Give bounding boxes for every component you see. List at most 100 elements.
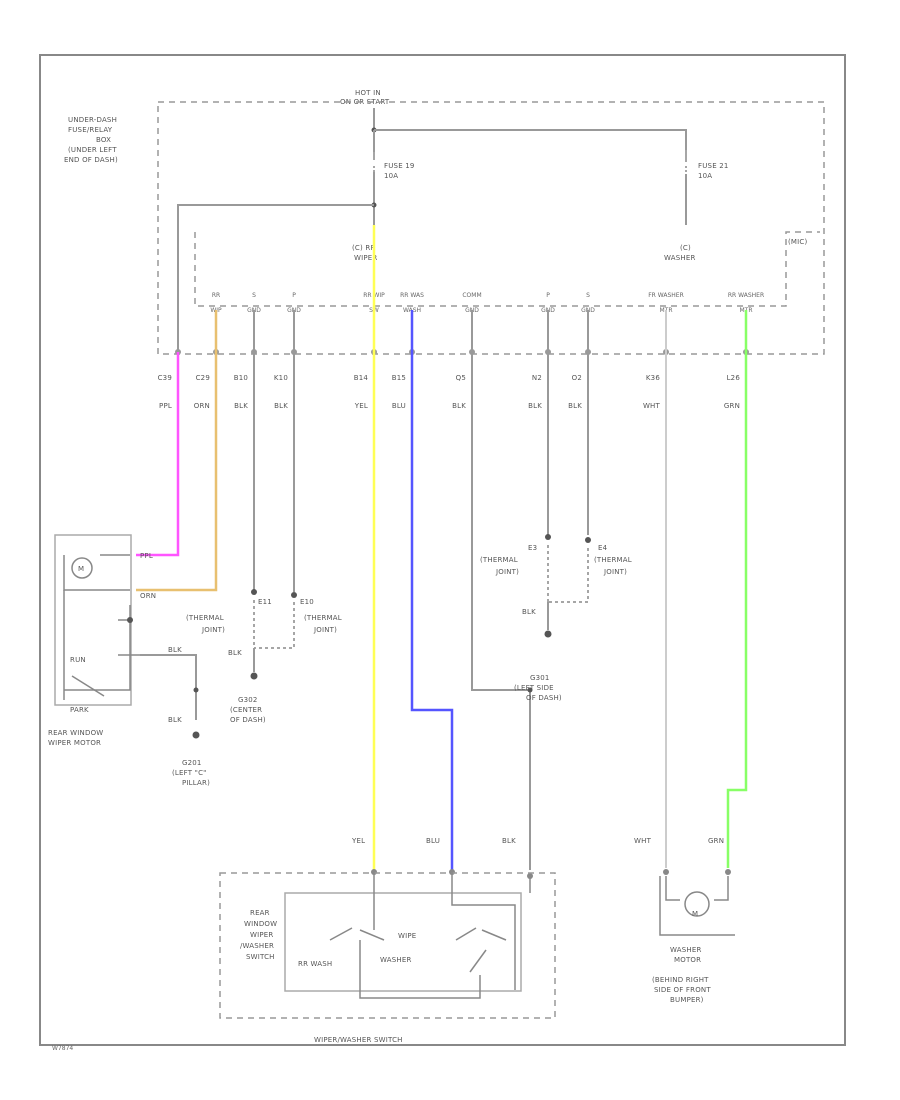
rear-motor-run-line [118, 619, 140, 656]
e3-l1: (THERMAL [480, 556, 518, 564]
fuse-box-label-4: (UNDER LEFT [68, 146, 117, 154]
e-blk: BLK [522, 608, 536, 616]
rear-motor-park: PARK [70, 706, 89, 714]
wire-grn [726, 310, 748, 868]
switch-contact-3 [455, 927, 477, 941]
washer-wire-wht: WHT [634, 837, 652, 845]
washer-motor-l1: WASHER [670, 946, 702, 954]
washer-motor-wiring [659, 876, 735, 936]
e10-l2: JOINT) [313, 626, 337, 634]
figure-code: W7874 [52, 1045, 73, 1052]
rear-motor-blk-2: BLK [168, 716, 182, 724]
switch-contact-4 [481, 929, 507, 941]
wire-connector-id: C29 [196, 374, 210, 382]
pin-label-top: S [586, 292, 590, 299]
wire-color-code: YEL [354, 402, 368, 410]
fuse-box-label-2: FUSE/RELAY [68, 126, 113, 134]
rear-motor-m: M [78, 565, 84, 573]
e-ground [544, 630, 552, 638]
e10-node [291, 592, 297, 598]
washer-pin-1 [663, 869, 669, 875]
control-unit-outline [194, 231, 820, 307]
e3-l2: JOINT) [495, 568, 519, 576]
rr-wiper-label-2: WIPER [354, 254, 378, 262]
wire-blu [410, 310, 454, 870]
fuse21-name: FUSE 21 [698, 162, 729, 170]
switch-wire-blu: BLU [426, 837, 440, 845]
rear-motor-run: RUN [70, 656, 86, 664]
wire-ppl [136, 352, 180, 557]
washer-motor-l5: BUMPER) [670, 996, 704, 1004]
wire-q5 [471, 310, 531, 870]
wire-color-code: BLK [568, 402, 582, 410]
g201-l2: PILLAR) [182, 779, 210, 787]
fuse19-name: FUSE 19 [384, 162, 415, 170]
e3-node [545, 534, 551, 540]
wire-color-code: ORN [194, 402, 210, 410]
g302-blk: BLK [228, 649, 242, 657]
washer-motor-l4: SIDE OF FRONT [654, 986, 711, 994]
rear-motor-node [127, 617, 133, 623]
wire-labels: C39PPLC29ORNB10BLKK10BLKB14YELB15BLUQ5BL… [158, 374, 741, 410]
g201-node [193, 687, 199, 693]
e4-l1: (THERMAL [594, 556, 632, 564]
g302-ground [250, 672, 258, 680]
switch-label-3: WIPER [250, 931, 274, 939]
fuse-box-label-5: END OF DASH) [64, 156, 118, 164]
diagram-frame [39, 54, 846, 1046]
washer-pin-2 [725, 869, 731, 875]
g201-id: G201 [182, 759, 202, 767]
rear-motor-name-2: WIPER MOTOR [48, 739, 101, 747]
g301-l1: (LEFT SIDE [514, 684, 554, 692]
e10-l1: (THERMAL [304, 614, 342, 622]
rear-motor-name-1: REAR WINDOW [48, 729, 103, 737]
source-label-2: ON OR START [340, 98, 390, 106]
rr-wiper-label-1: (C) RR [352, 244, 376, 252]
switch-washer: WASHER [380, 956, 412, 964]
washer-motor-l2: MOTOR [674, 956, 701, 964]
switch-name: WIPER/WASHER SWITCH [314, 1036, 403, 1044]
e11-l1: (THERMAL [186, 614, 224, 622]
right-thermal-dashed [547, 545, 589, 603]
bus-to-fuse21 [374, 129, 687, 150]
g301-junction [527, 687, 533, 693]
wire-connector-id: L26 [727, 374, 741, 382]
fuse19-rating: 10A [384, 172, 398, 180]
switch-label-2: WINDOW [244, 920, 277, 928]
wire-color-code: BLK [274, 402, 288, 410]
g302-l2: OF DASH) [230, 716, 266, 724]
switch-contact-5 [469, 949, 487, 973]
switch-wire-blk: BLK [502, 837, 516, 845]
rear-motor-internal [63, 590, 131, 700]
rear-motor-pin-ppl: PPL [140, 552, 153, 560]
pin-label-top: COMM [462, 292, 481, 299]
fuse-box-label-3: BOX [96, 136, 111, 144]
wire-color-code: BLK [528, 402, 542, 410]
switch-contact-2 [359, 929, 385, 941]
wire-color-code: BLK [234, 402, 248, 410]
mics-label: (MIC) [788, 238, 808, 246]
wire-color-code: BLK [452, 402, 466, 410]
e3-id: E3 [528, 544, 537, 552]
source-label-1: HOT IN [355, 89, 381, 97]
rear-motor-blk-1: BLK [168, 646, 182, 654]
wire-color-code: WHT [643, 402, 661, 410]
rear-motor-symbol [71, 557, 93, 579]
wire-connector-id: O2 [572, 374, 582, 382]
wire-connector-id: Q5 [456, 374, 466, 382]
washer-wire-grn: GRN [708, 837, 724, 845]
fuse-box-outline [157, 101, 825, 355]
wire-connector-id: K36 [646, 374, 660, 382]
g301-id: G301 [530, 674, 550, 682]
wire-connector-id: K10 [274, 374, 288, 382]
switch-contact-1 [329, 927, 353, 941]
pin-label-top: S [252, 292, 256, 299]
switch-rr-wash: RR WASH [298, 960, 332, 968]
e11-node [251, 589, 257, 595]
wire-connector-id: B10 [234, 374, 248, 382]
washer-motor-l3: (BEHIND RIGHT [652, 976, 709, 984]
washer-label-1: (C) [680, 244, 691, 252]
wire-connector-id: B14 [354, 374, 369, 382]
switch-return-wire [359, 940, 481, 999]
